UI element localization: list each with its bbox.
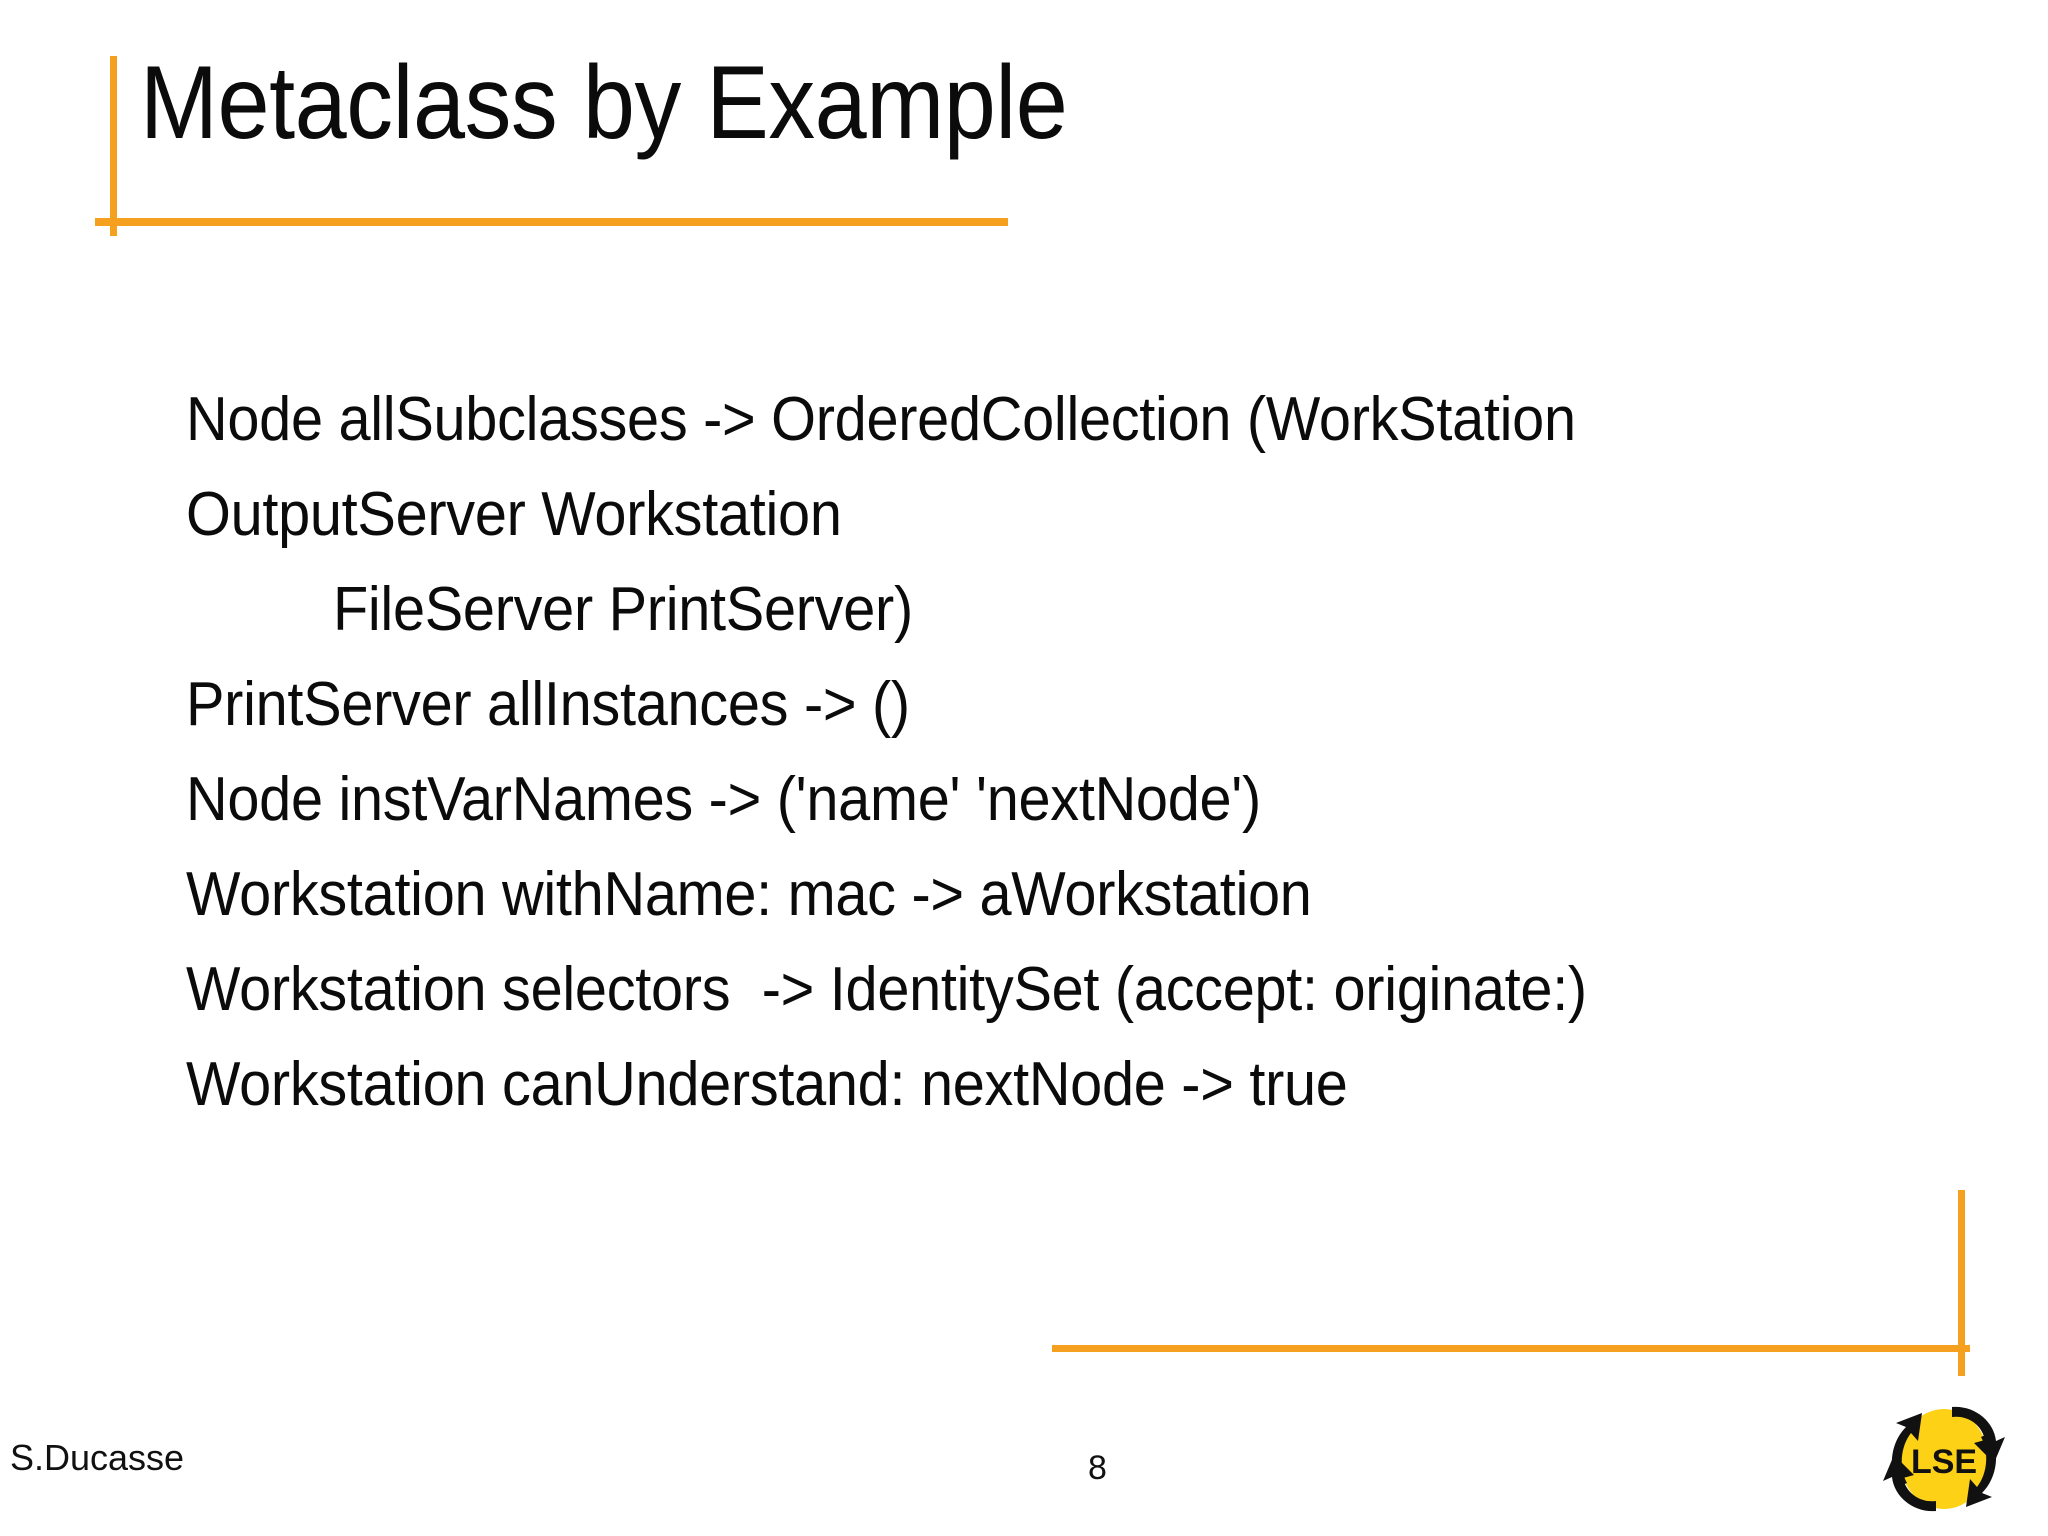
body-line: Workstation selectors -> IdentitySet (ac… — [186, 955, 1587, 1024]
author-label: S.Ducasse — [10, 1437, 185, 1478]
body-line: PrintServer allInstances -> () — [186, 670, 910, 739]
lse-logo-text: LSE — [1911, 1443, 1977, 1481]
lse-logo-icon: LSE — [1878, 1395, 2010, 1523]
body-line: Workstation canUnderstand: nextNode -> t… — [186, 1050, 1348, 1119]
body-line: Workstation withName: mac -> aWorkstatio… — [186, 860, 1312, 929]
body-line: Node allSubclasses -> OrderedCollection … — [186, 385, 1576, 454]
slide-body: Node allSubclasses -> OrderedCollection … — [186, 372, 1966, 1132]
page-title: Metaclass by Example — [140, 45, 1068, 161]
page-number: 8 — [1088, 1449, 1107, 1487]
title-accent-vertical-rule — [110, 56, 117, 236]
footer-accent-horizontal-rule — [1052, 1345, 1970, 1352]
title-accent-horizontal-rule — [95, 218, 1008, 226]
body-line: OutputServer Workstation — [186, 480, 842, 549]
body-line: Node instVarNames -> ('name' 'nextNode') — [186, 765, 1261, 834]
footer-accent-vertical-rule — [1958, 1190, 1965, 1376]
body-line: FileServer PrintServer) — [332, 575, 913, 644]
